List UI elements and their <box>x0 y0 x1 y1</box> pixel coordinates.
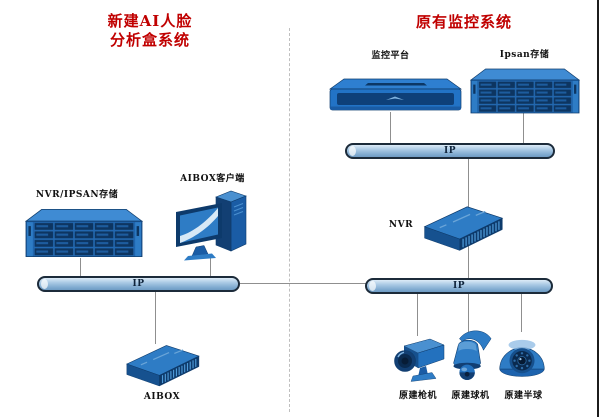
aibox-appliance-device <box>118 342 206 393</box>
right-lower-ip-bus: IP <box>365 278 553 294</box>
ipsan-storage-label: Ipsan存储 <box>499 50 550 60</box>
right-lower-ip-bus-label: IP <box>453 281 465 291</box>
bullet-camera-icon <box>390 330 450 386</box>
ptz-camera-icon <box>446 326 494 386</box>
left-ip-bus-label: IP <box>132 279 145 289</box>
bullet-camera-device <box>390 330 450 386</box>
connector-lower-bus-to-ptz-camera <box>468 292 469 332</box>
monitoring-platform-device <box>328 76 463 114</box>
rack-server-icon <box>328 76 463 114</box>
connector-client-to-left-bus <box>210 256 211 276</box>
connector-lower-bus-to-dome-camera <box>521 292 522 332</box>
ptz-camera-device <box>446 326 494 386</box>
desktop-computer-icon <box>172 186 254 266</box>
dome-camera-label: 原建半球 <box>504 391 543 401</box>
left-system-title-line1: 新建AI人脸 <box>107 12 193 30</box>
aibox-client-device <box>172 186 254 266</box>
left-ip-bus: IP <box>37 276 240 292</box>
storage-array-icon <box>470 68 580 114</box>
dome-camera-device <box>496 330 548 384</box>
dome-camera-icon <box>496 330 548 384</box>
image-right-edge <box>597 0 599 417</box>
nvr-box-icon <box>415 203 510 258</box>
connector-storage-to-left-bus <box>80 258 81 276</box>
connector-lower-bus-to-bullet-camera <box>417 292 418 336</box>
aibox-appliance-label: AIBOX <box>143 392 181 402</box>
right-system-title: 原有监控系统 <box>415 13 512 31</box>
ipsan-storage-device <box>470 68 580 114</box>
storage-array-icon <box>25 208 143 258</box>
ptz-camera-label: 原建球机 <box>451 391 490 401</box>
nvr-ipsan-storage-device <box>25 208 143 258</box>
right-upper-ip-bus: IP <box>345 143 555 159</box>
system-divider-dashed-line <box>289 28 290 412</box>
right-upper-ip-bus-label: IP <box>444 146 456 156</box>
nvr-label: NVR <box>388 220 414 230</box>
ai-box-appliance-icon <box>118 342 206 393</box>
connector-left-bus-to-aibox <box>155 290 156 344</box>
connector-ipsan-to-upper-bus <box>523 112 524 143</box>
left-system-title-line2: 分析盒系统 <box>109 31 190 49</box>
nvr-ipsan-storage-label: NVR/IPSAN存储 <box>35 190 119 200</box>
nvr-device <box>415 203 510 258</box>
monitoring-platform-label: 监控平台 <box>371 51 410 61</box>
aibox-client-label: AIBOX客户端 <box>180 174 245 184</box>
left-system-title: 新建AI人脸 分析盒系统 <box>90 12 210 50</box>
connector-platform-to-upper-bus <box>390 112 391 143</box>
connector-left-bus-to-right-bus <box>240 283 366 284</box>
bullet-camera-label: 原建枪机 <box>398 391 437 401</box>
